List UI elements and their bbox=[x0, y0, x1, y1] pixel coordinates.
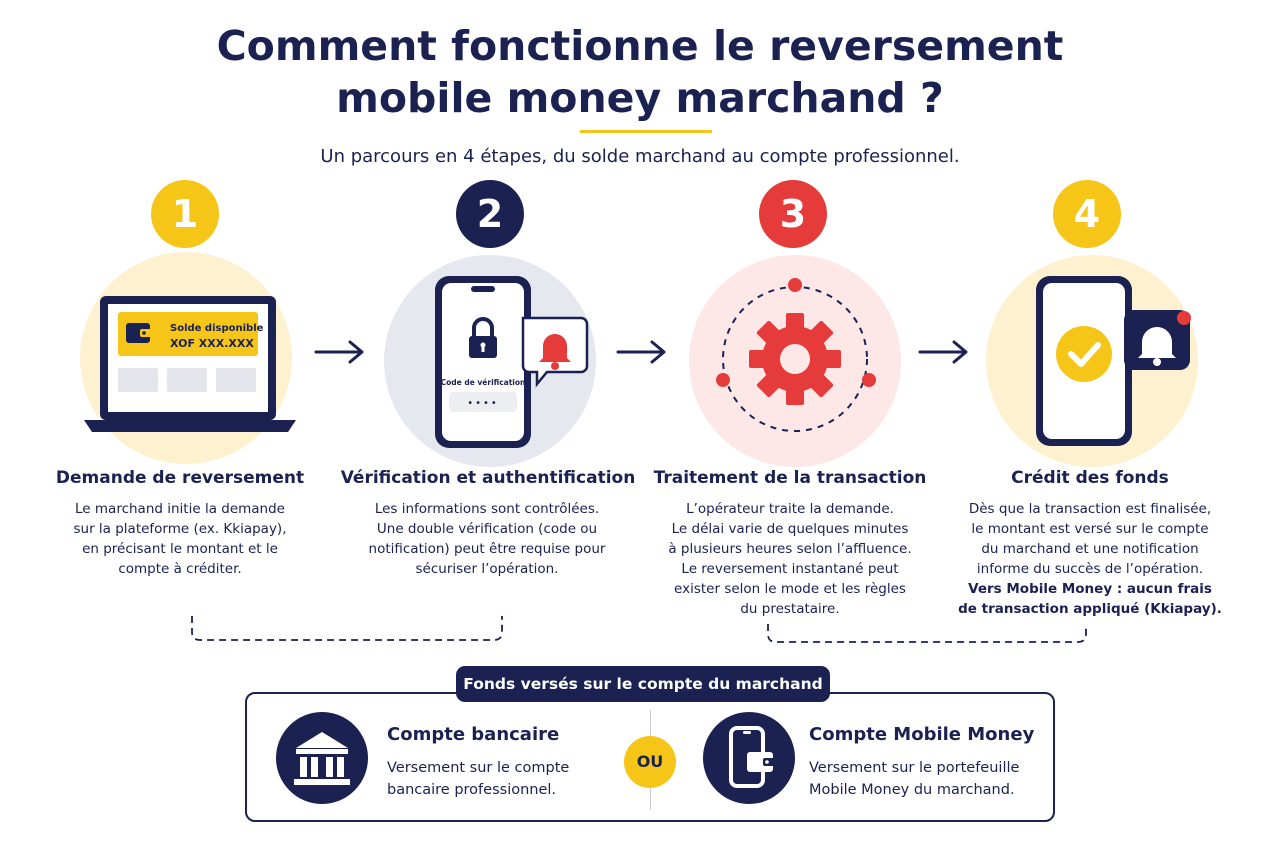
step-1-description: Le marchand initie la demande sur la pla… bbox=[73, 501, 287, 577]
verification-code-dots: •••• bbox=[467, 398, 499, 409]
step-4-badge: 4 bbox=[1053, 180, 1121, 248]
step-2-title: Vérification et authentification bbox=[340, 468, 636, 488]
step-2-description: Les informations sont contrôlées. Une do… bbox=[368, 501, 606, 577]
step-3-title: Traitement de la transaction bbox=[653, 468, 927, 488]
title-line-2: mobile money marchand ? bbox=[336, 74, 944, 122]
title-underline bbox=[580, 130, 712, 133]
mobile-money-account-title: Compte Mobile Money bbox=[809, 724, 1035, 745]
step-4-note: Vers Mobile Money : aucun frais bbox=[968, 581, 1212, 597]
funds-destination-tag: Fonds versés sur le compte du marchand bbox=[456, 666, 830, 702]
steps-1-2-bracket bbox=[191, 616, 503, 641]
wallet-balance-label: Solde disponible bbox=[170, 323, 264, 334]
mobile-wallet-icon bbox=[703, 712, 795, 804]
steps-3-4-bracket bbox=[767, 624, 1087, 643]
step-1-title: Demande de reversement bbox=[55, 468, 305, 488]
step-3-badge: 3 bbox=[759, 180, 827, 248]
bank-account-title: Compte bancaire bbox=[387, 724, 560, 745]
bank-account-description: Versement sur le compte bancaire profess… bbox=[387, 760, 570, 798]
step-2-badge: 2 bbox=[456, 180, 524, 248]
arrow-right-icon bbox=[314, 340, 364, 364]
arrow-right-icon bbox=[616, 340, 666, 364]
subtitle: Un parcours en 4 étapes, du solde marcha… bbox=[320, 146, 960, 167]
laptop-wallet-icon: Solde disponible XOF XXX.XXX bbox=[84, 296, 296, 432]
phone-check-icon bbox=[1036, 276, 1191, 446]
step-1-badge: 1 bbox=[151, 180, 219, 248]
step-3-description: L’opérateur traite la demande. Le délai … bbox=[668, 501, 912, 617]
bank-icon bbox=[276, 712, 368, 804]
page-title: Comment fonctionne le reversement mobile… bbox=[0, 20, 1280, 124]
phone-lock-icon: Code de vérification •••• bbox=[435, 276, 589, 448]
step-4-title: Crédit des fonds bbox=[1011, 468, 1169, 488]
wallet-balance-value: XOF XXX.XXX bbox=[170, 337, 254, 350]
mobile-money-account-description: Versement sur le portefeuille Mobile Mon… bbox=[809, 760, 1020, 798]
or-badge: OU bbox=[624, 736, 676, 788]
title-line-1: Comment fonctionne le reversement bbox=[216, 22, 1064, 70]
arrow-right-icon bbox=[918, 340, 968, 364]
step-4-description: Dès que la transaction est finalisée, le… bbox=[955, 499, 1225, 619]
gear-process-icon bbox=[716, 278, 876, 432]
verification-code-label: Code de vérification bbox=[441, 378, 526, 387]
